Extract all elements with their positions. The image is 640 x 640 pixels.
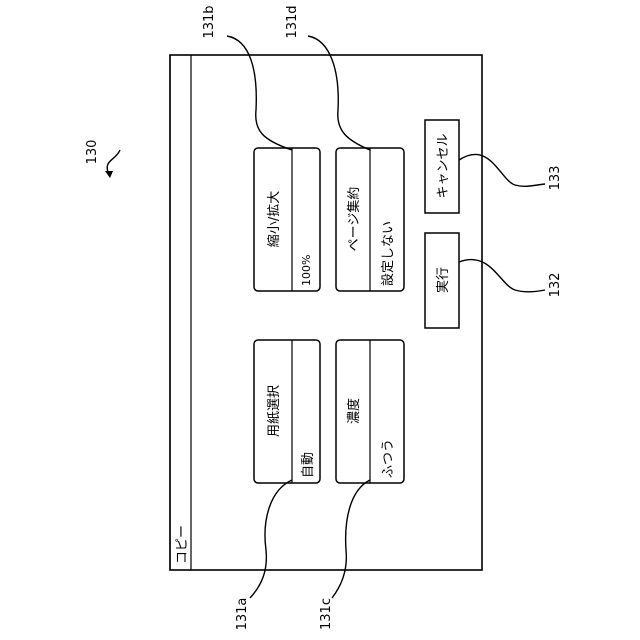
button-page-combine[interactable]: ページ集約 設定しない xyxy=(336,148,404,291)
button-density[interactable]: 濃度 ふつう xyxy=(336,340,404,483)
button-paper-select[interactable]: 用紙選択 自動 xyxy=(254,340,320,483)
ref-131d-label: 131d xyxy=(285,5,300,38)
ref-130-arrow xyxy=(107,150,120,172)
button-paper-select-label: 用紙選択 xyxy=(267,385,282,437)
button-density-label: 濃度 xyxy=(346,398,362,424)
execute-button-label: 実行 xyxy=(435,267,451,293)
button-reduce-enlarge-label: 縮小/拡大 xyxy=(266,191,282,247)
ref-131a-label: 131a xyxy=(235,598,250,631)
screen-title: コピー xyxy=(175,525,190,564)
ref-131b-label: 131b xyxy=(202,5,217,38)
ref-133-label: 133 xyxy=(548,166,563,191)
button-reduce-enlarge[interactable]: 縮小/拡大 100% xyxy=(254,148,320,291)
cancel-button-label: キャンセル xyxy=(436,133,451,198)
button-page-combine-value: 設定しない xyxy=(380,221,396,286)
button-reduce-enlarge-value: 100% xyxy=(300,255,313,286)
button-page-combine-label: ページ集約 xyxy=(346,187,362,252)
button-density-value: ふつう xyxy=(381,439,396,478)
ref-130-label: 130 xyxy=(85,140,100,165)
button-paper-select-value: 自動 xyxy=(301,452,316,478)
ref-131c-label: 131c xyxy=(319,598,334,630)
cancel-button[interactable]: キャンセル xyxy=(425,120,459,213)
ref-132-label: 132 xyxy=(548,273,563,298)
ref-130-arrowhead xyxy=(105,171,113,178)
execute-button[interactable]: 実行 xyxy=(425,233,459,328)
